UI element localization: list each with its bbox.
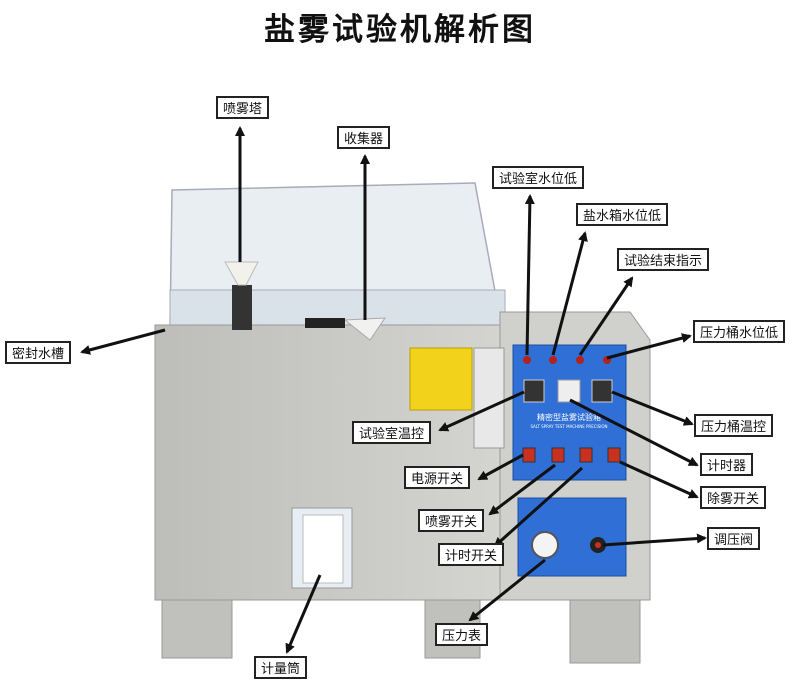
caution-stickers [473,347,505,449]
label-seal-water-trough: 密封水槽 [5,341,72,364]
panel-name: 精密型盐雾试验箱 [537,412,601,422]
diagram-title: 盐雾试验机解析图 [264,12,536,48]
label-pressure-barrel-water-low: 压力桶水位低 [693,320,786,343]
pressure-gauge-dial [531,531,559,559]
timer-switch-button[interactable] [579,447,593,463]
arrow-test-end-indicator [578,276,634,356]
arrow-seal-water-trough [80,328,166,355]
arrow-defog-switch [619,460,699,499]
arrow-pressure-barrel-water-low [606,333,692,360]
panel-subtitle: SALT SPRAY TEST MACHINE PRECISION [530,424,607,429]
arrow-measuring-cylinder [285,574,322,654]
label-pressure-gauge: 压力表 [435,623,489,646]
timer-display [557,379,581,403]
label-timer: 计时器 [700,453,754,476]
label-collector: 收集器 [337,126,391,149]
arrow-pressure-barrel-temp-control [611,390,694,426]
right-leg [569,597,641,664]
label-timer-switch: 计时开关 [438,543,505,566]
arrow-chamber-water-low [524,194,535,356]
label-test-end-indicator: 试验结束指示 [617,248,710,271]
label-chamber-temp-control: 试验室温控 [352,421,432,444]
label-measuring-cylinder: 计量筒 [254,656,308,679]
arrow-timer [569,398,699,467]
power-switch-button[interactable] [522,447,536,463]
arrow-brine-tank-water-low [551,231,588,356]
indicator-light [523,356,531,364]
pointer-arrows [80,126,707,654]
spray-switch-button[interactable] [551,447,565,463]
label-power-switch: 电源开关 [404,466,471,489]
indicator-light [549,356,557,364]
spray-tower-top [224,261,259,286]
label-brine-tank-water-low: 盐水箱水位低 [576,203,669,226]
arrow-power-switch [477,453,524,481]
label-pressure-barrel-temp-control: 压力桶温控 [694,414,774,437]
warning-label [409,347,473,411]
arrow-chamber-temp-control [438,390,525,432]
label-defog-switch: 除雾开关 [700,486,767,509]
chamber-temp-controller [523,379,545,403]
label-spray-tower: 喷雾塔 [216,96,270,119]
barrel-temp-controller [591,379,613,403]
defog-switch-button[interactable] [607,447,621,463]
collector-base [305,318,345,328]
label-pressure-regulator: 调压阀 [707,527,761,550]
arrow-pressure-gauge [468,558,546,622]
left-leg [161,597,233,659]
arrow-pressure-regulator [602,533,707,547]
pressure-regulator-knob-cap [595,542,601,548]
arrow-timer-switch [493,466,584,548]
label-spray-switch: 喷雾开关 [418,509,485,532]
indicator-light [576,356,584,364]
label-chamber-water-low: 试验室水位低 [492,166,585,189]
measuring-cylinder-glass [302,514,344,584]
arrow-spray-switch [488,463,556,516]
spray-tower [232,285,252,330]
